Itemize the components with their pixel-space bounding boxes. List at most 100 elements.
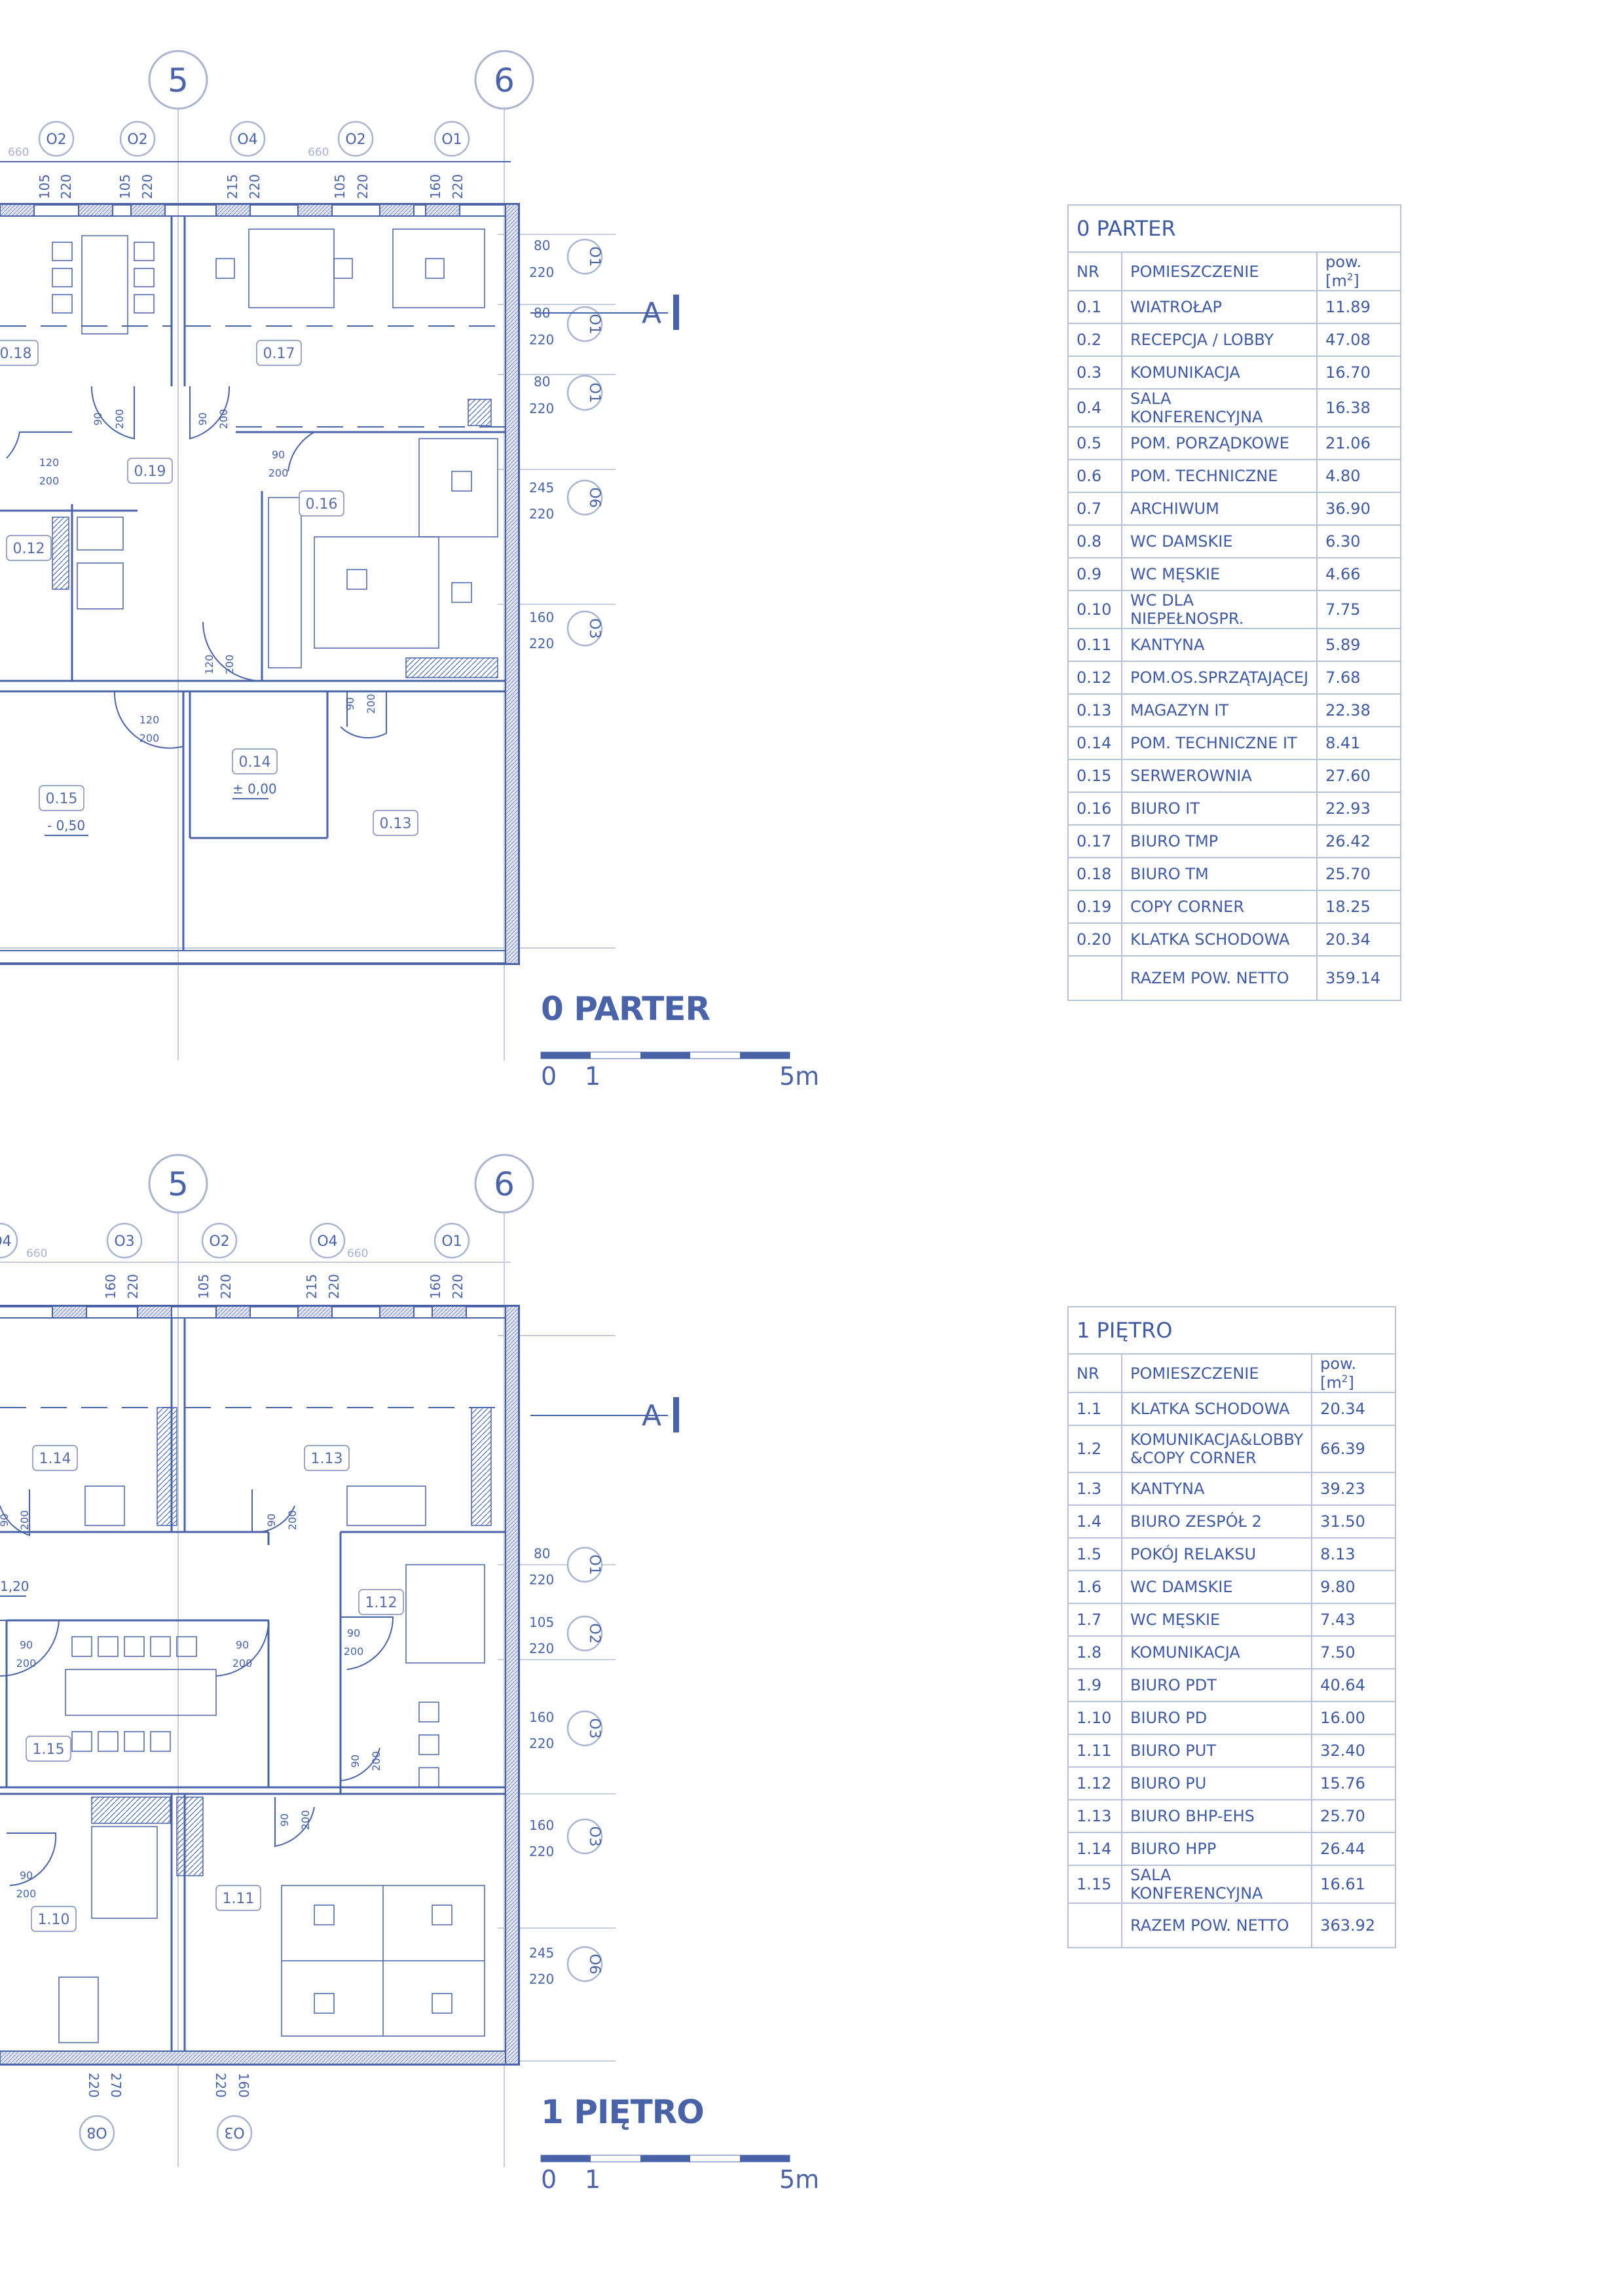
door-dim: 120 <box>203 655 215 675</box>
door-dim: 120 <box>139 714 160 726</box>
window-marker: O3 <box>586 618 602 638</box>
door-dim: 90 <box>236 1639 249 1651</box>
dim-text: 220 <box>247 174 263 199</box>
col-header-area: pow. [m2] <box>1311 1353 1397 1393</box>
window-marker: O3 <box>114 1233 134 1250</box>
room-tag: 1.15 <box>33 1741 65 1758</box>
window-marker: O2 <box>46 132 66 148</box>
scale-bar-ground <box>540 1051 790 1059</box>
door-dim: 90 <box>92 412 104 426</box>
door-dim: 200 <box>286 1510 299 1531</box>
door-dim: 200 <box>365 694 377 714</box>
door-dim: 200 <box>18 1510 31 1531</box>
span-dim: 660 <box>347 1247 368 1260</box>
dim-text: 105 <box>529 1614 554 1630</box>
door-dim: 200 <box>16 1887 37 1900</box>
door-dim: 200 <box>344 1645 364 1658</box>
dim-text: 220 <box>529 506 554 522</box>
door-dim: 200 <box>223 655 236 675</box>
window-marker: O1 <box>586 1554 602 1575</box>
scale-five: 5m <box>779 2165 820 2194</box>
door-dim: 90 <box>349 1755 361 1768</box>
dim-text: 220 <box>450 1274 466 1299</box>
dim-text: 245 <box>529 1945 554 1961</box>
col-header-nr: NR <box>1067 1353 1122 1393</box>
dim-text: 220 <box>529 1641 554 1656</box>
dim-text: 160 <box>103 1274 119 1299</box>
grid-label: 5 <box>168 1165 189 1203</box>
door-dim: 200 <box>16 1657 37 1669</box>
dim-text: 220 <box>529 264 554 280</box>
dim-text: 220 <box>213 2073 229 2098</box>
span-dim: 660 <box>8 146 29 159</box>
door-dim: 120 <box>39 456 60 469</box>
grid-bubble-5: 5 <box>148 1154 208 1214</box>
plan-title-first: 1 PIĘTRO <box>541 2093 705 2131</box>
total-label: RAZEM POW. NETTO <box>1120 955 1318 1001</box>
room-tag: 1.12 <box>365 1595 397 1611</box>
room-tag: 1.13 <box>311 1451 343 1467</box>
room-tag: 1.11 <box>223 1891 255 1907</box>
window-marker: O6 <box>586 487 602 507</box>
dim-text: 105 <box>117 174 133 199</box>
dim-text: 245 <box>529 480 554 496</box>
scale-zero: 0 <box>541 2165 557 2194</box>
door-dim: 200 <box>232 1657 253 1669</box>
scale-five: 5m <box>779 1062 820 1091</box>
dim-text: 220 <box>86 2073 101 2098</box>
col-header-nr: NR <box>1067 251 1122 291</box>
dim-text: 80 <box>534 374 550 390</box>
dim-text: 160 <box>529 1709 554 1725</box>
room-tag: 0.16 <box>306 496 338 513</box>
dim-text: 105 <box>196 1274 212 1299</box>
dim-text: 270 <box>108 2073 124 2098</box>
door-dim: 90 <box>196 412 209 426</box>
grid-label: 6 <box>494 62 515 100</box>
door-dim: 90 <box>265 1514 278 1527</box>
span-dim: 660 <box>26 1247 47 1260</box>
dim-text: 220 <box>326 1274 342 1299</box>
dim-text: 220 <box>529 1844 554 1859</box>
total-value: 359.14 <box>1316 955 1402 1001</box>
scale-one: 1 <box>585 2165 601 2194</box>
level-mark: 1,20 <box>0 1578 29 1594</box>
door-dim: 90 <box>344 697 356 710</box>
room-tag: 0.17 <box>263 346 295 362</box>
window-marker: O3 <box>224 2124 244 2140</box>
window-marker: O8 <box>86 2124 107 2140</box>
col-header-room: POMIESZCZENIE <box>1120 251 1318 291</box>
dim-text: 220 <box>125 1274 141 1299</box>
dim-text: 220 <box>529 1736 554 1751</box>
grid-bubble-5: 5 <box>148 50 208 110</box>
level-mark: ± 0,00 <box>232 781 277 797</box>
window-marker: O2 <box>345 132 365 148</box>
dim-text: 220 <box>529 636 554 651</box>
dim-text: 160 <box>529 1817 554 1833</box>
dim-text: 160 <box>236 2073 251 2098</box>
room-tag: 0.14 <box>239 754 271 771</box>
door-dim: 200 <box>113 409 126 429</box>
dim-text: 220 <box>139 174 155 199</box>
room-tag: 0.15 <box>46 791 78 807</box>
grid-bubble-6: 6 <box>474 50 534 110</box>
